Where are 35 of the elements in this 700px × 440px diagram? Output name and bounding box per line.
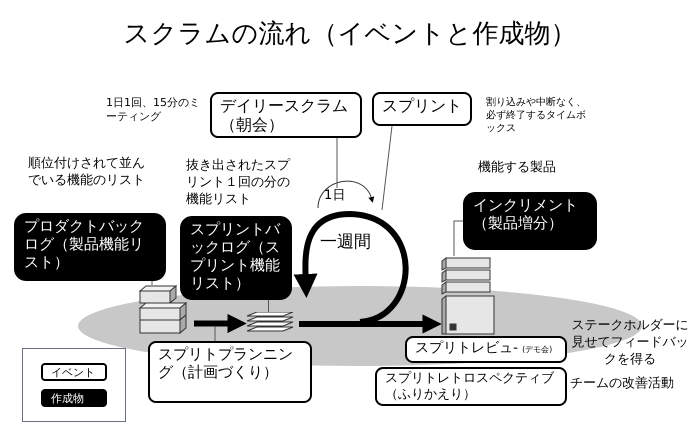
node-text: スプリントバックログ（スプリント機能リスト） xyxy=(190,220,282,292)
node-text: スプリトレビュ- (デモ会) xyxy=(415,340,554,357)
note-text: チームの改善活動 xyxy=(570,376,675,393)
artifact-box xyxy=(180,216,292,300)
artifact-box xyxy=(14,213,166,281)
note-text: 1日1回、15分のミーティング xyxy=(106,96,201,125)
node-text: スプリトプランニング（計画づくり） xyxy=(158,345,294,381)
leader-line xyxy=(268,300,269,312)
event-box xyxy=(210,92,362,138)
node-text: スプリトレトロスペクティブ（ふりかえり） xyxy=(385,371,556,402)
diagram-title: スクラムの流れ（イベントと作成物） xyxy=(122,18,578,50)
event-box xyxy=(148,341,312,403)
note-text: ステークホルダーに見せてフィードバックを得る xyxy=(570,318,690,369)
arrow xyxy=(299,314,442,334)
artifact-box xyxy=(463,192,597,250)
duration-label: 1日 xyxy=(324,188,346,203)
leader-line xyxy=(336,138,338,188)
legend-label: イベント xyxy=(51,366,95,378)
note-text: 割り込みや中断なく、必ず終了するタイムボックス xyxy=(486,96,587,135)
leader-line xyxy=(454,220,464,256)
event-box xyxy=(372,92,472,126)
node-text: スプリント xyxy=(382,96,462,116)
node-text: プロダクトバックログ（製品機能リスト） xyxy=(24,217,145,271)
note-text: 順位付けされて並んでいる機能のリスト xyxy=(28,156,146,190)
event-box xyxy=(375,367,567,406)
duration-label: 一週間 xyxy=(320,232,372,254)
node-text: インクリメント（製品増分） xyxy=(473,196,579,232)
leader-line xyxy=(214,326,216,342)
note-text: 機能する製品 xyxy=(478,160,557,177)
leader-line xyxy=(382,126,392,210)
event-box xyxy=(405,336,567,363)
note-text: 抜き出されたスプリント１回の分の機能リスト xyxy=(186,158,292,209)
node-text: デイリースクラム（朝会） xyxy=(220,96,349,134)
legend-label: 作成物 xyxy=(51,392,84,404)
arrow xyxy=(194,314,247,334)
